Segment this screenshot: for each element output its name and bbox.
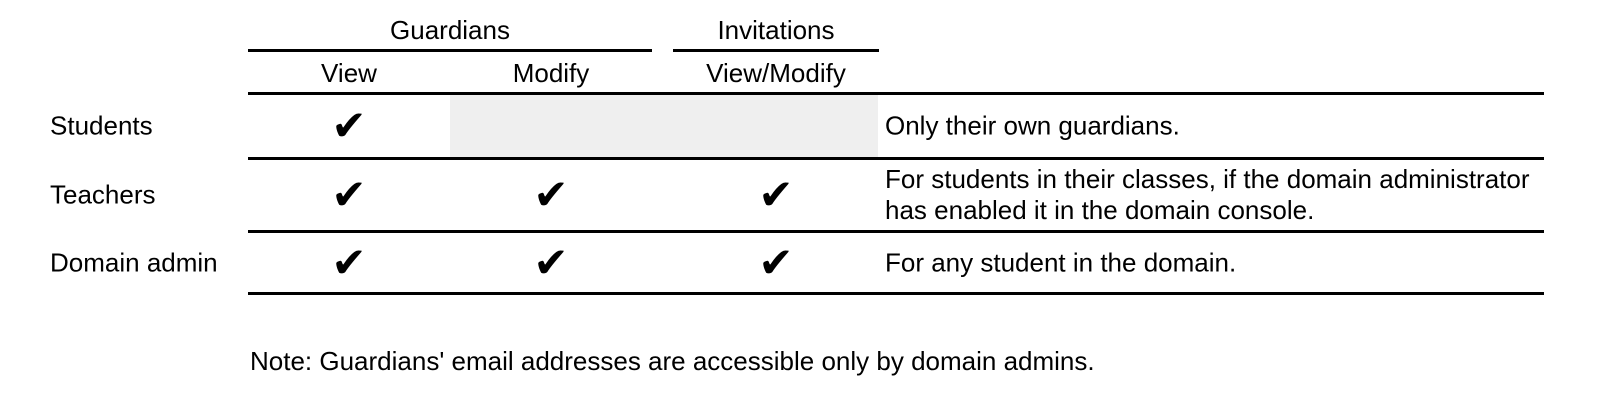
divider-after-students	[248, 157, 1544, 160]
column-header-view-modify: View/Modify	[706, 58, 846, 88]
not-applicable-cell	[450, 95, 878, 157]
divider-after-teachers	[248, 230, 1544, 233]
table-row-students: Students ✔ Only their own guardians.	[0, 95, 1600, 157]
note-domain-admin: For any student in the domain.	[885, 247, 1237, 277]
column-header-view: View	[321, 58, 377, 88]
check-domain-admin-invitations-view-modify: ✔	[758, 237, 794, 287]
note-teachers: For students in their classes, if the do…	[885, 164, 1530, 225]
check-students-guardians-view: ✔	[331, 101, 367, 150]
footnote: Note: Guardians' email addresses are acc…	[250, 346, 1095, 376]
note-students: Only their own guardians.	[885, 110, 1180, 141]
table-row-teachers: Teachers ✔ ✔ ✔ For students in their cla…	[0, 160, 1600, 230]
divider-header-bottom	[248, 92, 1544, 95]
column-group-guardians: Guardians	[390, 15, 510, 45]
row-label-domain-admin: Domain admin	[50, 247, 218, 277]
check-teachers-invitations-view-modify: ✔	[758, 170, 794, 219]
row-label-students: Students	[50, 110, 153, 141]
column-header-modify: Modify	[512, 58, 590, 88]
check-teachers-guardians-view: ✔	[331, 170, 367, 219]
guardians-underline	[248, 49, 652, 52]
divider-after-domain-admin	[248, 292, 1544, 295]
column-group-invitations: Invitations	[717, 15, 835, 45]
row-label-teachers: Teachers	[50, 179, 156, 210]
invitations-underline	[673, 49, 879, 52]
table-row-domain-admin: Domain admin ✔ ✔ ✔ For any student in th…	[0, 233, 1600, 292]
check-domain-admin-guardians-modify: ✔	[533, 237, 569, 287]
check-teachers-guardians-modify: ✔	[533, 170, 569, 219]
check-domain-admin-guardians-view: ✔	[331, 237, 367, 287]
